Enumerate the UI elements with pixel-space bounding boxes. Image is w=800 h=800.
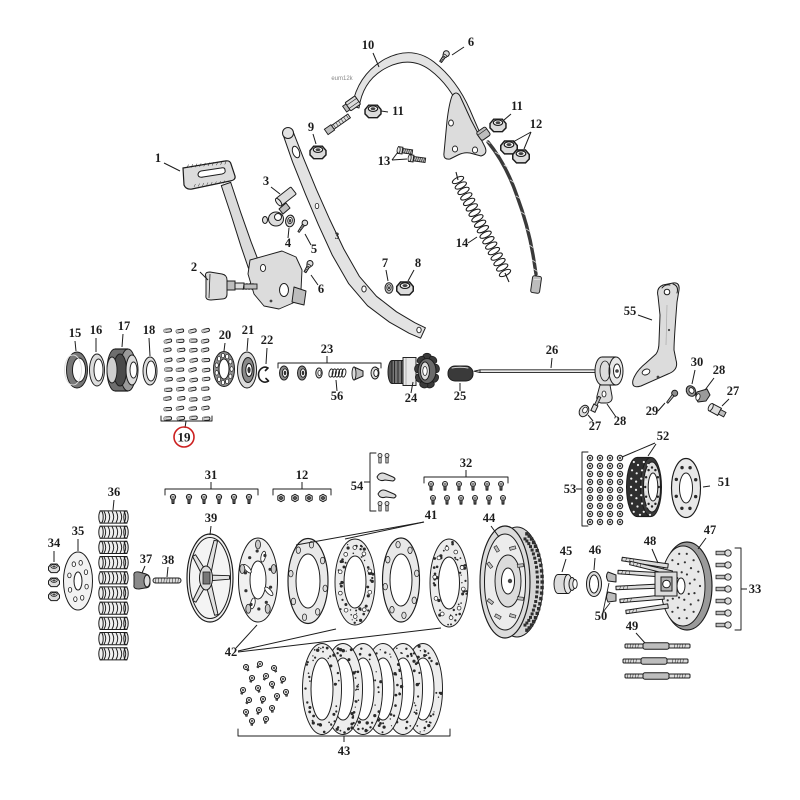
svg-text:49: 49 [626, 619, 639, 633]
svg-text:51: 51 [718, 475, 731, 489]
svg-text:22: 22 [261, 333, 274, 347]
svg-text:5: 5 [311, 242, 317, 256]
svg-text:15: 15 [69, 326, 82, 340]
svg-text:3: 3 [335, 231, 340, 241]
svg-text:14: 14 [456, 236, 469, 250]
svg-text:48: 48 [644, 534, 657, 548]
svg-text:46: 46 [589, 543, 602, 557]
svg-text:24: 24 [405, 391, 418, 405]
svg-text:52: 52 [657, 429, 670, 443]
svg-text:41: 41 [425, 508, 438, 522]
svg-text:8: 8 [415, 256, 421, 270]
svg-text:11: 11 [511, 99, 523, 113]
svg-text:eum12k: eum12k [331, 76, 353, 82]
svg-text:7: 7 [382, 256, 388, 270]
svg-text:53: 53 [564, 482, 577, 496]
svg-text:29: 29 [646, 404, 659, 418]
svg-text:36: 36 [108, 485, 121, 499]
svg-text:2: 2 [191, 260, 197, 274]
svg-text:6: 6 [318, 282, 324, 296]
svg-text:28: 28 [713, 363, 726, 377]
svg-text:23: 23 [321, 342, 334, 356]
svg-text:54: 54 [351, 479, 364, 493]
svg-text:9: 9 [308, 120, 314, 134]
svg-text:32: 32 [460, 456, 473, 470]
svg-text:33: 33 [749, 582, 762, 596]
svg-text:16: 16 [90, 323, 103, 337]
svg-text:21: 21 [242, 323, 255, 337]
svg-text:27: 27 [589, 419, 602, 433]
svg-text:13: 13 [378, 154, 391, 168]
svg-text:12: 12 [530, 117, 543, 131]
svg-text:50: 50 [595, 609, 608, 623]
svg-text:19: 19 [178, 430, 192, 445]
svg-text:39: 39 [205, 511, 218, 525]
svg-text:45: 45 [560, 544, 573, 558]
svg-text:6: 6 [468, 35, 474, 49]
svg-text:20: 20 [219, 328, 232, 342]
svg-text:55: 55 [624, 304, 637, 318]
svg-text:47: 47 [704, 523, 717, 537]
svg-text:26: 26 [546, 343, 559, 357]
svg-text:25: 25 [454, 389, 467, 403]
svg-text:31: 31 [205, 468, 218, 482]
svg-text:1: 1 [155, 151, 161, 165]
svg-text:43: 43 [338, 744, 351, 758]
svg-text:38: 38 [162, 553, 175, 567]
svg-text:10: 10 [362, 38, 375, 52]
svg-text:35: 35 [72, 524, 85, 538]
svg-text:34: 34 [48, 536, 61, 550]
svg-text:11: 11 [392, 104, 404, 118]
svg-text:4: 4 [285, 236, 292, 250]
svg-text:17: 17 [118, 319, 131, 333]
svg-text:42: 42 [225, 645, 238, 659]
svg-text:3: 3 [263, 174, 269, 188]
svg-text:30: 30 [691, 355, 704, 369]
svg-text:28: 28 [614, 414, 627, 428]
svg-text:56: 56 [331, 389, 344, 403]
svg-text:12: 12 [296, 468, 309, 482]
svg-text:37: 37 [140, 552, 153, 566]
svg-text:18: 18 [143, 323, 156, 337]
svg-text:44: 44 [483, 511, 496, 525]
svg-text:27: 27 [727, 384, 740, 398]
